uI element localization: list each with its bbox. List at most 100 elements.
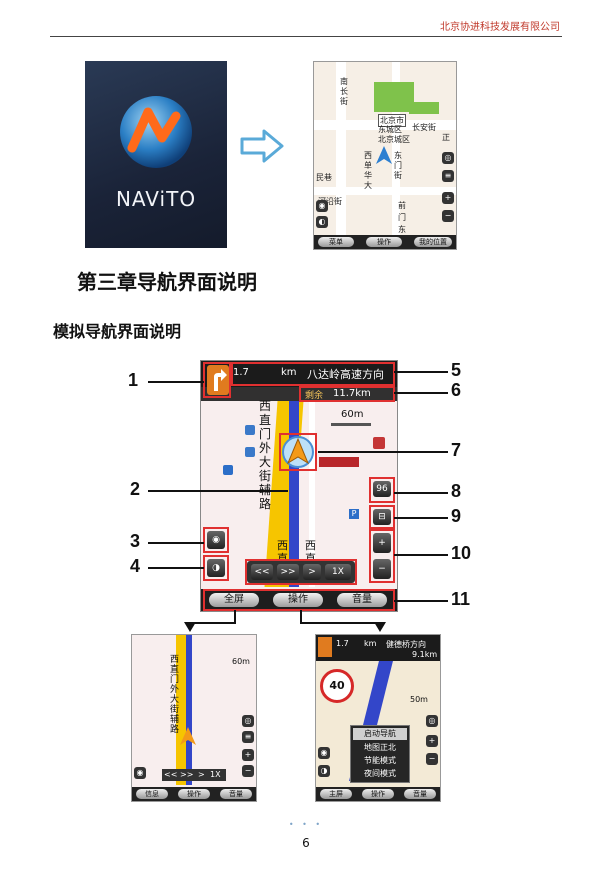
menu-item-start-navigation[interactable]: 启动导航	[353, 728, 407, 740]
turn-right-icon	[318, 637, 332, 657]
map-label: 街	[394, 171, 402, 180]
map-label: 长	[340, 87, 348, 96]
layer-icon[interactable]: ⊟	[373, 509, 391, 525]
menu-item-night-mode[interactable]: 夜间模式	[364, 769, 396, 778]
zoom-badge-icon[interactable]: ◎	[242, 715, 254, 727]
map-label: 河沿街	[318, 197, 342, 206]
zoom-in-button[interactable]: +	[442, 192, 454, 204]
page-number: 6	[302, 836, 310, 850]
speed-multiplier-button[interactable]: 1X	[325, 564, 351, 580]
map-label: 华	[364, 171, 372, 180]
top-map-screenshot: 南 长 街 北京市 东城区 北京城区 长安街 西 东 单 华 门 大 街 民巷 …	[313, 61, 457, 250]
operate-button[interactable]: 操作	[362, 789, 394, 799]
remaining-value: 11.7km	[333, 388, 371, 399]
car-position-icon	[282, 436, 314, 468]
display-mode-icon[interactable]: ◑	[318, 765, 330, 777]
display-mode-icon[interactable]: ◑	[207, 559, 225, 577]
play-button[interactable]: >	[303, 564, 321, 580]
map-label: 大	[364, 181, 372, 190]
operate-button[interactable]: 操作	[366, 237, 402, 247]
nav-info-bar	[201, 361, 397, 387]
layer-icon[interactable]: ≡	[442, 170, 454, 182]
zoom-out-button[interactable]: −	[373, 559, 391, 579]
red-box	[203, 527, 229, 553]
location-arrow-icon	[376, 146, 392, 164]
operate-button[interactable]: 操作	[273, 593, 323, 607]
sub-screen-operate-menu: 1.7 km 健德桥方向 9.1km 40 50m 启动导航 地图正北 节能模式…	[315, 634, 441, 802]
compass-icon[interactable]: ◐	[316, 216, 328, 228]
operate-button[interactable]: 操作	[178, 789, 210, 799]
sub-screen-fullscreen: 西直门外 大街辅路 60m ◎ ≡ + − ◉ << >> > 1X 信息 操作…	[131, 634, 257, 802]
map-label: 门	[394, 161, 402, 170]
map-label: 单	[364, 161, 372, 170]
distance-unit: km	[364, 639, 377, 648]
distance-value: 1.7	[336, 639, 349, 648]
home-button[interactable]: 主屏	[320, 789, 352, 799]
rewind-button[interactable]: <<	[164, 770, 178, 779]
speed-limit-sign: 40	[320, 669, 354, 703]
street-label: 西直门外 大街辅路	[170, 655, 180, 735]
header-company: 北京协进科技发展有限公司	[440, 22, 560, 33]
map-label: 民巷	[316, 173, 332, 182]
callout-number: 8	[451, 481, 462, 501]
volume-icon[interactable]: ◉	[318, 747, 330, 759]
volume-button[interactable]: 音量	[220, 789, 252, 799]
map-label: 北京市	[378, 114, 406, 127]
zoom-badge-icon[interactable]: ◎	[426, 715, 438, 727]
zoom-in-button[interactable]: +	[242, 749, 254, 761]
map-label: 东	[398, 225, 406, 234]
zoom-in-button[interactable]: +	[373, 533, 391, 553]
zoom-badge[interactable]: 96	[373, 481, 391, 497]
callout-number: 10	[451, 543, 472, 563]
map-label: 街	[340, 97, 348, 106]
callout-number: 3	[130, 531, 141, 551]
section-title: 模拟导航界面说明	[53, 322, 182, 341]
map-label: 长安街	[412, 123, 436, 132]
my-location-button[interactable]: 我的位置	[414, 237, 452, 247]
zoom-badge-icon[interactable]: ◎	[442, 152, 454, 164]
distance-unit: km	[281, 367, 297, 378]
rewind-button[interactable]: <<	[251, 564, 273, 580]
callout-number: 11	[451, 589, 471, 609]
map-label: 南	[340, 77, 348, 86]
menu-item-power-saving[interactable]: 节能模式	[364, 756, 396, 765]
arrow-down-icon	[184, 622, 196, 632]
zoom-in-button[interactable]: +	[426, 735, 438, 747]
info-button[interactable]: 信息	[136, 789, 168, 799]
speed-multiplier-button[interactable]: 1X	[210, 770, 221, 779]
map-label: 东	[394, 151, 402, 160]
zoom-out-button[interactable]: −	[442, 210, 454, 222]
scale-label: 60m	[341, 409, 364, 420]
poi-icon	[319, 457, 359, 467]
red-box	[203, 589, 395, 611]
fast-forward-button[interactable]: >>	[277, 564, 299, 580]
layer-icon[interactable]: ≡	[242, 731, 254, 743]
header-rule	[50, 36, 562, 37]
fullscreen-button[interactable]: 全屏	[209, 593, 259, 607]
volume-button[interactable]: 音量	[404, 789, 436, 799]
road-name: 健德桥方向	[386, 640, 426, 649]
arrow-right-icon	[240, 129, 284, 163]
volume-icon[interactable]: ◉	[316, 200, 328, 212]
map-label: 东城区	[378, 125, 402, 134]
menu-button[interactable]: 菜单	[318, 237, 354, 247]
operate-menu: 启动导航 地图正北 节能模式 夜间模式	[350, 725, 410, 783]
play-button[interactable]: >	[198, 770, 205, 779]
arrow-down-icon	[374, 622, 386, 632]
menu-item-north-up[interactable]: 地图正北	[364, 743, 396, 752]
volume-button[interactable]: 音量	[337, 593, 387, 607]
volume-icon[interactable]: ◉	[207, 531, 225, 549]
fast-forward-button[interactable]: >>	[180, 770, 194, 779]
red-box	[299, 386, 395, 402]
callout-number: 1	[128, 370, 139, 390]
red-box	[203, 362, 231, 398]
red-box	[231, 362, 395, 386]
callout-number: 4	[130, 556, 141, 576]
callout-number: 9	[451, 506, 462, 526]
zoom-out-button[interactable]: −	[426, 753, 438, 765]
zoom-out-button[interactable]: −	[242, 765, 254, 777]
turn-right-icon	[207, 365, 229, 395]
navito-logo-tile: NAViTO	[85, 61, 227, 248]
volume-icon[interactable]: ◉	[134, 767, 146, 779]
red-box	[279, 433, 317, 471]
